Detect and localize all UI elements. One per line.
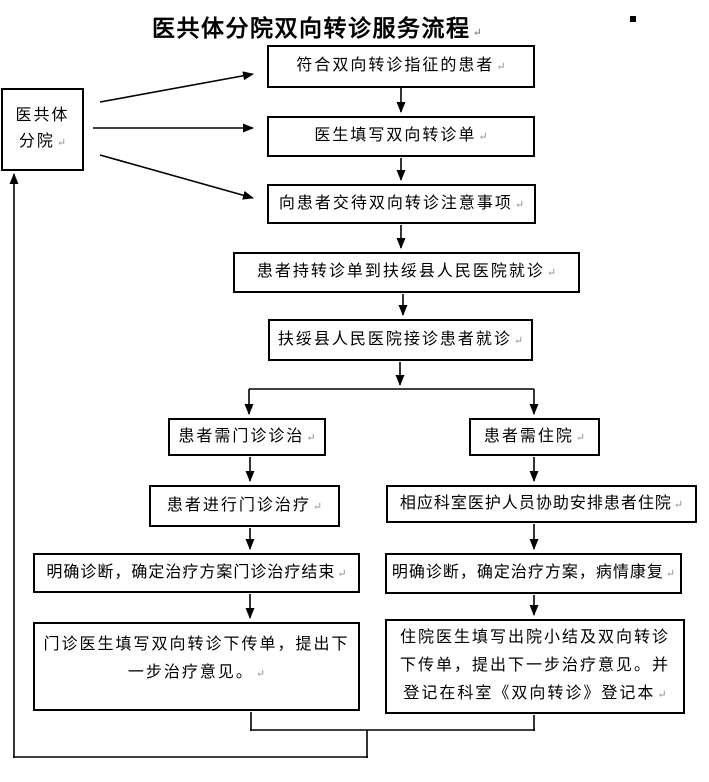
- line-break-mark: ↵: [312, 500, 323, 513]
- flow-node-branch-hospital: 医共体 分院↵: [1, 88, 84, 171]
- flow-node-label: 患者需住院: [483, 427, 574, 445]
- flow-node-outpatient-treatment: 患者进行门诊治疗↵: [149, 485, 340, 527]
- flow-node-label: 患者进行门诊治疗: [166, 496, 311, 514]
- flow-node-label: 医共体: [15, 107, 70, 124]
- line-break-mark: ↵: [513, 334, 524, 347]
- flow-node-label: 相应科室医护人员协助安排患者住院: [399, 494, 672, 512]
- flow-node-outpatient-diagnosis-complete: 明确诊断，确定治疗方案门诊治疗结束↵: [33, 553, 360, 593]
- flow-node-doctor-fills-referral-form: 医生填写双向转诊单↵: [267, 116, 535, 157]
- line-break-mark: ↵: [255, 668, 266, 680]
- line-break-mark: ↵: [472, 27, 482, 39]
- flow-node-label: 门诊医生填写双向转诊下传单，提出下一步治疗意见。: [43, 636, 350, 681]
- flow-node-eligible-patient: 符合双向转诊指征的患者↵: [267, 45, 535, 88]
- flow-node-label: 患者需门诊诊治: [178, 427, 305, 445]
- flow-node-label: 住院医生填写出院小结及双向转诊下传单，提出下一步治疗意见。并登记在科室《双向转诊…: [399, 629, 670, 702]
- flow-node-patient-goes-to-county-hospital: 患者持转诊单到扶绥县人民医院就诊↵: [233, 252, 580, 293]
- flow-node-outpatient-doctor-fills-down-referral: 门诊医生填写双向转诊下传单，提出下一步治疗意见。↵: [33, 622, 360, 711]
- line-break-mark: ↵: [673, 498, 684, 511]
- line-break-mark: ↵: [56, 137, 67, 149]
- line-break-mark: ↵: [478, 131, 488, 143]
- flow-node-needs-outpatient: 患者需门诊诊治↵: [168, 418, 326, 456]
- line-break-mark: ↵: [665, 568, 676, 580]
- line-break-mark: ↵: [514, 198, 525, 211]
- flow-node-inpatient-diagnosis-recovery: 明确诊断，确定治疗方案，病情康复↵: [385, 553, 682, 594]
- flow-node-label: 医生填写双向转诊单: [314, 127, 477, 144]
- flow-node-label: 患者持转诊单到扶绥县人民医院就诊: [256, 263, 545, 280]
- line-break-mark: ↵: [546, 267, 557, 279]
- arrow-source-to-step1: [99, 71, 254, 103]
- flow-node-staff-arrange-hospitalization: 相应科室医护人员协助安排患者住院↵: [386, 485, 697, 523]
- line-break-mark: ↵: [496, 61, 506, 73]
- line-break-mark: ↵: [575, 431, 586, 444]
- flow-node-county-hospital-receives-patient: 扶绥县人民医院接诊患者就诊↵: [268, 319, 533, 361]
- flow-node-needs-hospitalization: 患者需住院↵: [469, 418, 600, 456]
- line-break-mark: ↵: [657, 689, 667, 701]
- flow-node-label: 明确诊断，确定治疗方案门诊治疗结束: [46, 563, 336, 581]
- flow-node-label: 分院: [18, 133, 55, 150]
- page-title-text: 医共体分院双向转诊服务流程: [152, 16, 471, 41]
- line-break-mark: ↵: [337, 567, 347, 580]
- flow-node-label: 符合双向转诊指征的患者: [296, 57, 495, 74]
- flow-node-label: 扶绥县人民医院接诊患者就诊: [277, 330, 512, 348]
- flow-node-inform-patient-notes: 向患者交待双向转诊注意事项↵: [267, 184, 536, 224]
- bullet-square-icon: [630, 16, 636, 22]
- flow-node-label: 明确诊断，确定治疗方案，病情康复: [391, 564, 664, 581]
- flow-node-label: 向患者交待双向转诊注意事项: [278, 194, 513, 212]
- arrow-source-to-step3: [99, 154, 254, 200]
- line-break-mark: ↵: [306, 431, 316, 444]
- flow-node-inpatient-doctor-discharge-summary: 住院医生填写出院小结及双向转诊下传单，提出下一步治疗意见。并登记在科室《双向转诊…: [385, 619, 685, 714]
- page-title: 医共体分院双向转诊服务流程↵: [152, 9, 482, 43]
